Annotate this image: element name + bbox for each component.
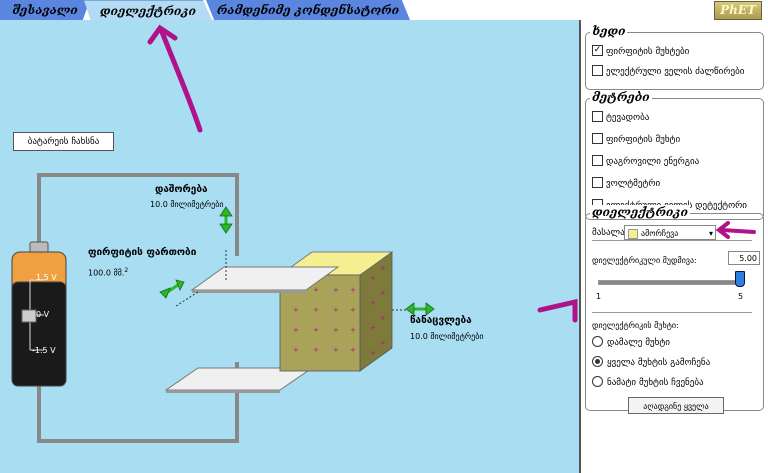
bottom-plate-edge [166,390,280,393]
slider-min-label: 1 [596,292,602,301]
svg-text:+: + [293,346,299,354]
battery[interactable] [11,241,67,387]
phet-logo[interactable]: PhET [714,1,762,20]
radio-icon[interactable] [592,376,603,387]
divider [592,240,752,241]
area-guide [175,291,199,307]
annotation-arrow-material [716,221,756,239]
divider [592,312,752,313]
svg-text:+: + [333,346,339,354]
battery-voltage-slider[interactable] [21,309,37,323]
offset-label: წანაცვლება [410,315,472,326]
svg-text:+: + [350,346,356,354]
view-panel-title: ხედი [590,24,628,38]
svg-text:+: + [380,339,386,347]
battery-mid-voltage: 0 V [36,310,50,319]
tab-dielectric[interactable]: დიელექტრიკი [84,0,212,20]
material-label: მასალა: [592,228,628,238]
svg-text:+: + [370,324,376,332]
plate-area-drag-arrow[interactable] [159,279,185,299]
svg-text:+: + [293,306,299,314]
svg-text:+: + [350,286,356,294]
plate-charges-checkbox[interactable]: ✓ფირფიტის მუხტები [592,45,690,57]
battery-bottom-voltage: -1.5 V [32,346,56,355]
meters-panel: მეტრები ტევადობა ფირფიტის მუხტი დაგროვილ… [585,90,764,220]
svg-text:+: + [380,264,386,272]
remove-battery-button[interactable]: ბატარეის ჩახსნა [13,132,114,151]
svg-text:+: + [350,326,356,334]
dielectric-panel: დიელექტრიკი მასალა: ამორჩევა ▾ დიელექტრი… [585,205,764,411]
checkbox-icon[interactable] [592,133,603,144]
meters-panel-title: მეტრები [590,90,652,104]
dielectric-constant-label: დიელექტრიკული მუდმივა: [592,256,697,265]
dielectric-constant-slider[interactable] [598,280,742,285]
play-area: ++++ ++++ ++++ ++++ ++++ ++++ [0,20,579,473]
capacitance-checkbox[interactable]: ტევადობა [592,111,649,123]
slider-fill [599,281,741,284]
dielectric-charges: ++++ ++++ ++++ ++++ ++++ ++++ [293,264,386,357]
bottom-wire [37,362,239,443]
svg-text:+: + [313,346,319,354]
checkbox-icon[interactable] [592,177,603,188]
svg-text:+: + [370,274,376,282]
svg-text:+: + [380,289,386,297]
checkbox-icon[interactable] [592,65,603,76]
svg-text:+: + [380,314,386,322]
plate-charge-checkbox[interactable]: ფირფიტის მუხტი [592,133,680,145]
top-plate-edge [192,290,306,293]
separation-value: 10.0 მილიმეტრები [150,200,224,209]
circuit-canvas: ++++ ++++ ++++ ++++ ++++ ++++ [11,24,578,443]
tab-bar: შესავალი რამდენიმე კონდენსატორი დიელექტრ… [0,0,768,20]
voltmeter-checkbox[interactable]: ვოლტმეტრი [592,177,660,189]
slider-thumb[interactable] [735,271,745,287]
control-panel: ხედი ✓ფირფიტის მუხტები ელექტრული ველის ძ… [579,20,768,473]
svg-text:+: + [333,326,339,334]
checkbox-icon[interactable] [592,111,603,122]
plate-area-value: 100.0 მმ.2 [88,267,129,278]
svg-text:+: + [313,286,319,294]
offset-value: 10.0 მილიმეტრები [410,332,484,341]
svg-text:+: + [350,306,356,314]
material-select[interactable]: ამორჩევა ▾ [624,225,716,240]
reset-all-button[interactable]: აღადგინე ყველა [628,397,724,414]
view-panel: ხედი ✓ფირფიტის მუხტები ელექტრული ველის ძ… [585,24,764,90]
dielectric-charges-label: დიელექტრიკის მუხტი: [592,321,679,330]
material-color-swatch [628,228,638,239]
offset-drag-arrow[interactable] [405,302,435,316]
battery-top-voltage: 1.5 V [36,273,57,282]
slider-max-label: 5 [738,292,744,301]
tab-multiple-capacitors[interactable]: რამდენიმე კონდენსატორი [206,0,410,20]
top-wire [37,173,239,256]
dielectric-constant-input[interactable] [728,251,760,265]
checkbox-checked-icon[interactable]: ✓ [592,45,603,56]
radio-icon[interactable] [592,336,603,347]
annotation-arrow-tab [147,24,203,133]
tab-introduction[interactable]: შესავალი [0,0,90,20]
separation-drag-arrow[interactable] [219,206,233,234]
svg-text:+: + [333,306,339,314]
svg-text:+: + [370,349,376,357]
svg-text:+: + [333,286,339,294]
hide-charges-radio[interactable]: დამალე მუხტი [592,336,670,348]
stored-energy-checkbox[interactable]: დაგროვილი ენერგია [592,155,699,167]
separation-label: დაშორება [155,184,208,195]
svg-text:+: + [313,326,319,334]
show-all-charges-radio[interactable]: ყველა მუხტის გამოჩენა [592,356,710,368]
svg-text:+: + [370,299,376,307]
show-excess-charges-radio[interactable]: ნამატი მუხტის ჩვენება [592,376,704,388]
radio-selected-icon[interactable] [592,356,603,367]
checkbox-icon[interactable] [592,155,603,166]
field-lines-checkbox[interactable]: ელექტრული ველის ძალწირები [592,65,744,77]
annotation-bracket [537,298,578,323]
dielectric-panel-title: დიელექტრიკი [590,205,690,219]
plate-area-label: ფირფიტის ფართობი [88,247,197,258]
chevron-down-icon[interactable]: ▾ [708,229,713,238]
svg-text:+: + [313,306,319,314]
svg-text:+: + [293,326,299,334]
